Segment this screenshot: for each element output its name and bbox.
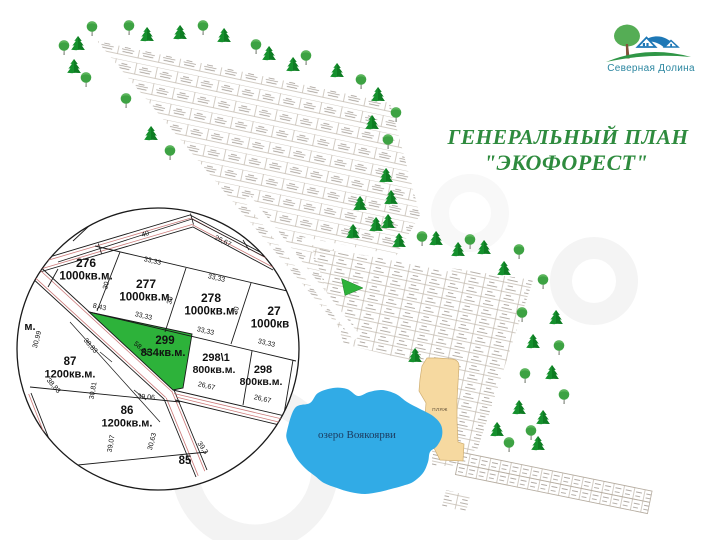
- svg-text:30,63: 30,63: [147, 432, 158, 451]
- svg-text:30,81: 30,81: [89, 381, 99, 400]
- svg-text:8,43: 8,43: [92, 303, 107, 313]
- svg-text:834кв.м.: 834кв.м.: [141, 347, 186, 359]
- svg-text:м.: м.: [24, 321, 35, 333]
- svg-text:298: 298: [254, 364, 272, 376]
- svg-text:277: 277: [136, 277, 156, 291]
- svg-text:86: 86: [121, 405, 134, 417]
- svg-text:33,33: 33,33: [207, 273, 226, 284]
- svg-text:800кв.м.: 800кв.м.: [193, 364, 236, 376]
- svg-text:1200кв.м.: 1200кв.м.: [45, 369, 96, 381]
- svg-text:39,07: 39,07: [107, 434, 117, 453]
- svg-text:Северная Долина: Северная Долина: [607, 63, 695, 74]
- svg-text:299: 299: [155, 335, 174, 347]
- svg-text:1000кв.м.: 1000кв.м.: [184, 306, 237, 318]
- svg-text:87: 87: [64, 356, 77, 368]
- svg-text:26,67: 26,67: [253, 394, 272, 405]
- svg-text:39,06: 39,06: [137, 393, 155, 402]
- svg-text:278: 278: [201, 291, 221, 305]
- svg-text:85: 85: [179, 455, 192, 467]
- svg-text:30: 30: [166, 296, 175, 305]
- svg-text:27: 27: [267, 304, 281, 318]
- svg-text:298\1: 298\1: [202, 352, 230, 364]
- svg-text:33,33: 33,33: [143, 256, 162, 267]
- svg-text:33,33: 33,33: [134, 311, 153, 322]
- svg-text:ГЕНЕРАЛЬНЫЙ ПЛАН: ГЕНЕРАЛЬНЫЙ ПЛАН: [447, 125, 690, 149]
- svg-text:1000кв.м.: 1000кв.м.: [59, 271, 112, 283]
- svg-text:26,67: 26,67: [197, 381, 216, 392]
- svg-text:800кв.м.: 800кв.м.: [240, 376, 283, 388]
- svg-text:30: 30: [102, 281, 111, 290]
- svg-text:33,33: 33,33: [257, 338, 276, 349]
- svg-text:1000кв.м.: 1000кв.м.: [119, 292, 172, 304]
- svg-text:33,33: 33,33: [196, 326, 215, 337]
- svg-text:озеро Воякоярви: озеро Воякоярви: [318, 429, 396, 441]
- svg-text:30: 30: [232, 306, 241, 315]
- svg-text:ПЛЯЖ: ПЛЯЖ: [432, 407, 448, 412]
- svg-text:276: 276: [76, 256, 96, 270]
- svg-text:1200кв.м.: 1200кв.м.: [102, 418, 153, 430]
- svg-text:1000кв: 1000кв: [251, 319, 289, 331]
- svg-text:30,99: 30,99: [32, 330, 43, 349]
- svg-text:40: 40: [141, 230, 151, 239]
- svg-text:"ЭКОФОРЕСТ": "ЭКОФОРЕСТ": [484, 150, 648, 175]
